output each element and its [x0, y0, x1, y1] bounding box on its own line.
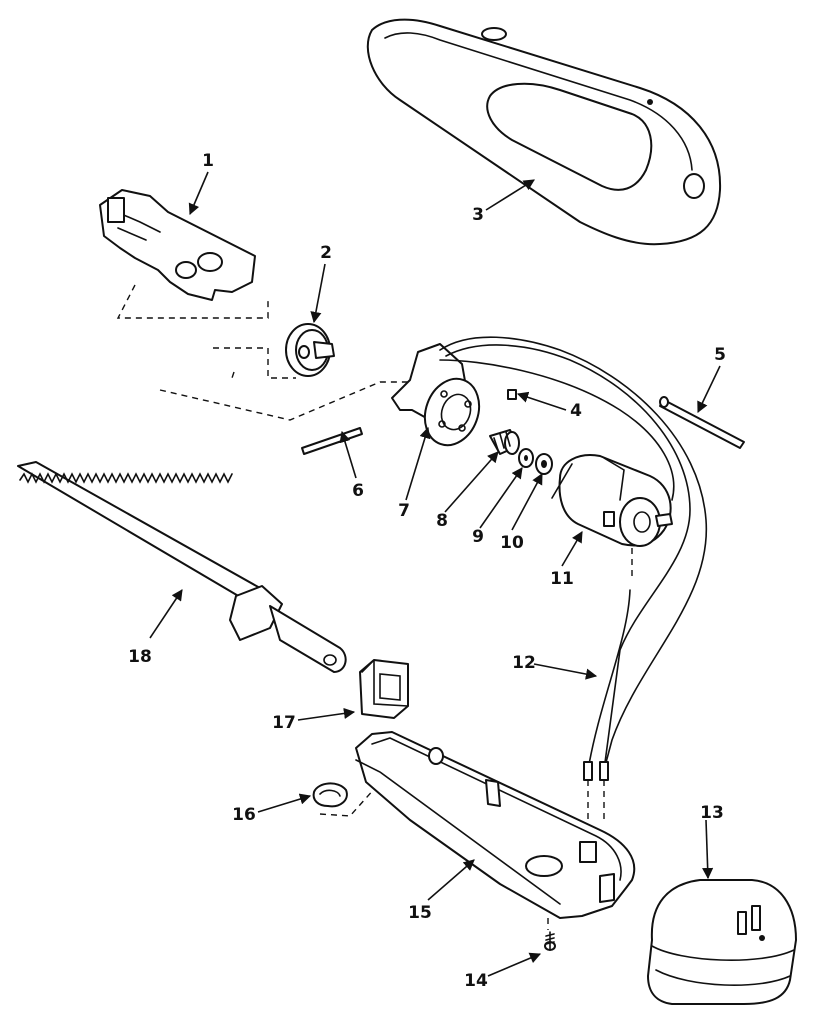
callout-18: 18	[128, 647, 152, 667]
part-2-gear	[285, 323, 335, 377]
part-5-rod	[659, 396, 745, 449]
part-4-nut	[507, 389, 517, 400]
callout-1: 1	[202, 151, 214, 171]
callout-13: 13	[700, 803, 724, 823]
part-15-lower-housing	[355, 731, 636, 919]
callout-2: 2	[320, 243, 332, 263]
part-10-washer	[535, 453, 553, 475]
part-16-clip	[312, 782, 348, 808]
callout-15: 15	[408, 903, 432, 923]
part-1-switch-actuator	[99, 189, 256, 301]
callout-12: 12	[512, 653, 536, 673]
callout-11: 11	[550, 569, 574, 589]
part-17-release-block	[359, 659, 409, 719]
part-7-motor-bracket	[391, 343, 481, 447]
part-13-charger	[647, 879, 797, 1005]
callout-4: 4	[570, 401, 582, 421]
callout-7: 7	[398, 501, 410, 521]
callout-9: 9	[472, 527, 484, 547]
callout-16: 16	[232, 805, 256, 825]
callout-3: 3	[472, 205, 484, 225]
leader-lines	[149, 171, 721, 977]
callout-14: 14	[464, 971, 488, 991]
callout-8: 8	[436, 511, 448, 531]
callout-10: 10	[500, 533, 524, 553]
callout-17: 17	[272, 713, 296, 733]
part-3-upper-housing	[366, 18, 722, 246]
part-14-screw	[544, 931, 556, 951]
part-6-pin	[301, 427, 363, 455]
part-12-wire-leads	[439, 336, 708, 781]
part-11-motor	[551, 454, 673, 547]
callout-6: 6	[352, 481, 364, 501]
part-18-blade	[17, 461, 347, 673]
callout-labels: 1 2 3 4 5 6 7 8 9 10 11 12 13 14 15 16 1…	[128, 151, 726, 991]
part-9-washer	[518, 448, 534, 468]
callout-5: 5	[714, 345, 726, 365]
part-8-pinion	[489, 429, 520, 455]
